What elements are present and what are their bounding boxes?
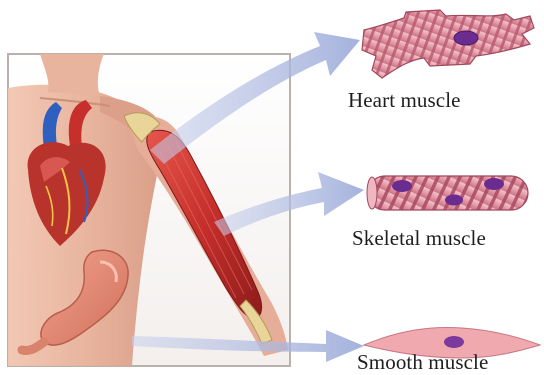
skeletal-nucleus — [484, 178, 504, 190]
heart-nucleus — [454, 31, 478, 45]
skeletal-nucleus — [445, 195, 463, 206]
neck — [40, 54, 104, 96]
skeletal-muscle-fiber — [368, 176, 528, 210]
skeletal-fiber-end — [367, 177, 377, 209]
heart-muscle-label: Heart muscle — [348, 88, 461, 113]
smooth-nucleus — [444, 336, 464, 348]
skeletal-muscle-label: Skeletal muscle — [352, 226, 486, 251]
heart-muscle-fiber — [362, 10, 534, 78]
heart-muscle-cell — [362, 10, 534, 78]
skeletal-muscle-cell — [367, 176, 528, 210]
smooth-muscle-label: Smooth muscle — [357, 350, 488, 375]
skeletal-nucleus — [392, 180, 412, 192]
